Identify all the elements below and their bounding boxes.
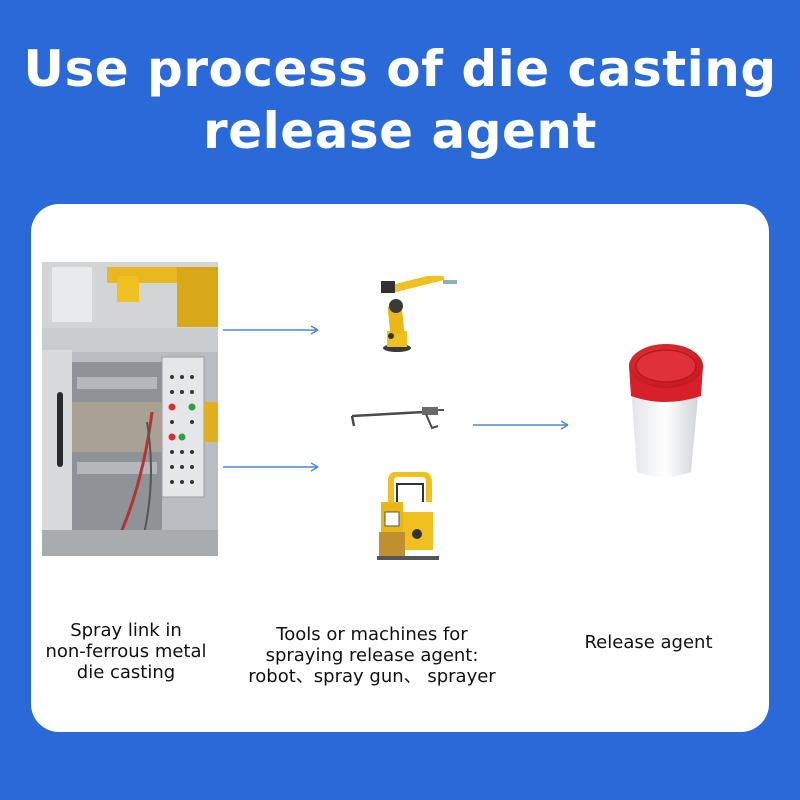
title-line-2: release agent [203,102,597,160]
arrow-machine-to-sprayer [223,462,319,472]
page-title: Use process of die casting release agent [0,38,800,162]
caption-tools: Tools or machines for spraying release a… [231,624,513,687]
caption-machine-line-1: Spray link in [70,620,182,641]
caption-tools-line-1: Tools or machines for [276,624,468,645]
process-card: Spray link in non-ferrous metal die cast… [31,204,769,732]
release-agent-bucket-icon [629,344,703,477]
arrow-tools-to-agent [473,420,569,430]
caption-machine: Spray link in non-ferrous metal die cast… [31,620,221,683]
caption-machine-line-3: die casting [76,662,176,683]
caption-tools-line-3: robot、spray gun、 sprayer [248,666,496,687]
arrow-machine-to-robot [223,325,319,335]
caption-tools-line-2: spraying release agent: [265,645,479,666]
title-line-1: Use process of die casting [23,40,777,98]
industrial-robot-icon [381,276,457,352]
caption-machine-line-2: non-ferrous metal [45,641,207,662]
die-casting-machine-photo-icon [42,262,218,556]
spraying-machine-icon [377,472,439,560]
spray-gun-icon [350,407,444,430]
caption-agent: Release agent [584,632,713,653]
